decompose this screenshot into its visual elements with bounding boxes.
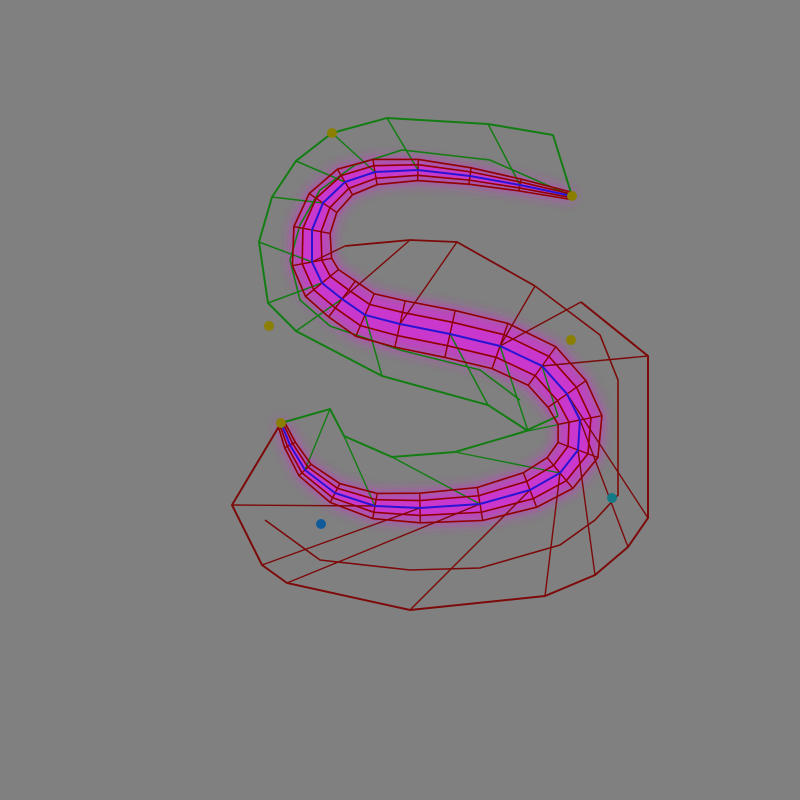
outer-red-rib	[579, 419, 629, 548]
outer-green-fan-rib	[304, 408, 331, 471]
outer-green-rib	[499, 345, 529, 432]
control-point-1[interactable]	[327, 128, 337, 138]
inner-ring-3	[283, 158, 573, 495]
centerline	[280, 168, 582, 510]
outer-red-rib	[541, 355, 649, 367]
outer-green-rib	[331, 132, 376, 173]
centerline-path	[280, 168, 582, 510]
control-point-start[interactable]	[567, 191, 577, 201]
outer-green-rib	[364, 314, 383, 377]
outer-green-rib	[295, 160, 346, 183]
outer-green-fan-rib	[343, 435, 376, 507]
outer-green-ring	[289, 149, 573, 401]
control-point-2[interactable]	[264, 321, 274, 331]
stroke-fill-glow	[277, 158, 604, 525]
outer-red-rib	[577, 449, 596, 576]
control-point-end[interactable]	[276, 418, 286, 428]
outer-green-fan-rib	[541, 365, 559, 417]
inner-ring-0	[276, 179, 603, 524]
outer-green-rib	[258, 241, 313, 263]
control-point-handle-b[interactable]	[607, 493, 617, 503]
outer-green-rib	[487, 123, 521, 186]
outer-green-rib	[552, 134, 573, 197]
outer-green-rib	[386, 117, 419, 171]
outer-red-band-rib	[399, 241, 458, 325]
outer-red-rib	[286, 503, 481, 584]
outer-red-rib	[544, 472, 561, 597]
outer-red-ring	[264, 285, 619, 571]
outer-green-rib	[449, 333, 489, 406]
outer-red-rib	[566, 393, 649, 519]
outer-green-rib	[295, 298, 343, 332]
control-points[interactable]	[264, 128, 617, 529]
control-point-3[interactable]	[566, 335, 576, 345]
control-point-handle-a[interactable]	[316, 519, 326, 529]
outer-red-rib	[231, 504, 376, 507]
outer-red-rib	[409, 489, 531, 611]
inner-ring-2	[281, 163, 573, 502]
inner-ring-1	[278, 174, 592, 517]
outer-red-rib	[261, 507, 421, 566]
outer-red-band-rib	[341, 239, 411, 300]
outer-red-band-rib	[311, 245, 346, 263]
outer-wireframe	[230, 116, 649, 612]
outer-green-hull	[257, 116, 554, 432]
stroke-fill-core	[279, 164, 591, 516]
outer-green-fan-rib	[454, 451, 561, 474]
outer-red-band	[344, 239, 536, 287]
